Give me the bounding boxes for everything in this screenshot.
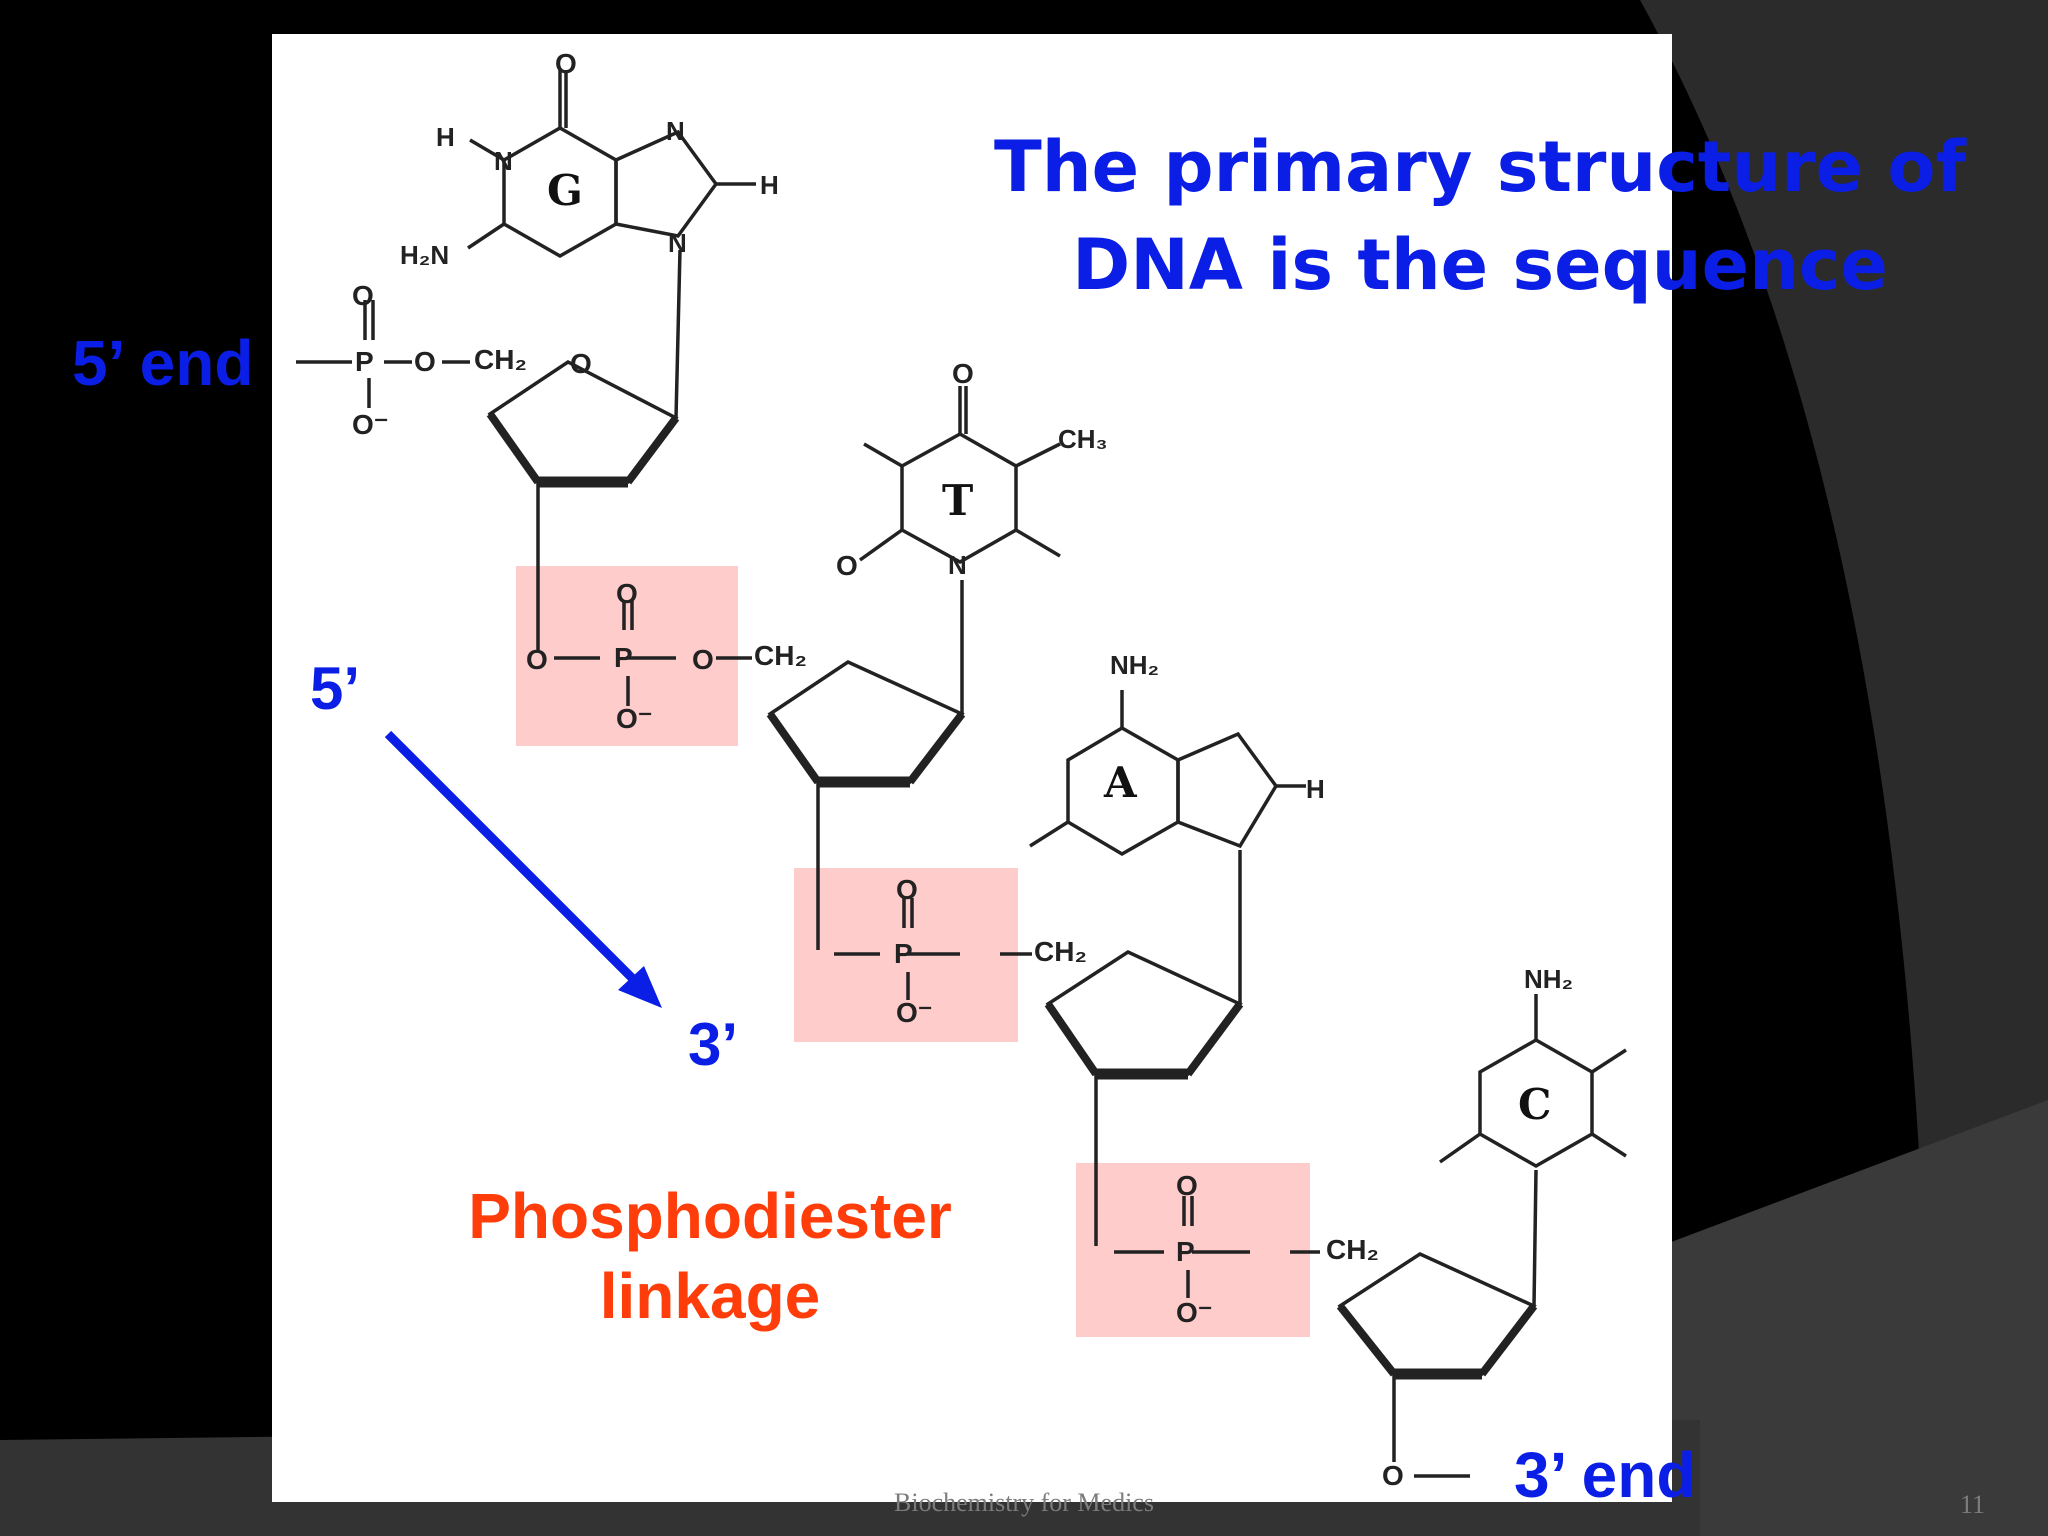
atom-p: P: [1176, 1236, 1195, 1267]
atom-nh2: NH₂: [1524, 964, 1574, 994]
atom-h: H: [760, 170, 779, 200]
atom-ch2: CH₂: [474, 344, 527, 375]
atom-n: N: [948, 550, 967, 580]
atom-o: O: [1382, 1460, 1404, 1491]
base-c: C: [1518, 1080, 1552, 1129]
atom-o: O: [836, 550, 858, 581]
linkage-line-2: linkage: [599, 1260, 821, 1332]
direction-arrow: [384, 730, 662, 1008]
atom-o: O: [616, 578, 638, 609]
atom-o: O: [570, 348, 592, 379]
title-line-2: DNA is the sequence: [1072, 224, 1888, 306]
atom-o: O: [526, 644, 548, 675]
atom-h: H: [1306, 774, 1325, 804]
atom-n: N: [668, 228, 687, 258]
atom-n: N: [666, 116, 685, 146]
page-number: 11: [1960, 1490, 1986, 1519]
slide-title: The primary structure of DNA is the sequ…: [950, 118, 2010, 314]
atom-p: P: [355, 346, 374, 377]
atom-ch2: CH₂: [1034, 936, 1087, 967]
atom-h2n: H₂N: [400, 240, 450, 270]
three-prime-end-label: 3’ end: [1514, 1439, 1696, 1511]
title-line-1: The primary structure of: [994, 126, 1966, 208]
atom-nh2: NH₂: [1110, 650, 1160, 680]
atom-p: P: [894, 938, 913, 969]
base-a: A: [1104, 758, 1137, 807]
atom-ch3: CH₃: [1058, 424, 1108, 454]
atom-o: O: [1176, 1170, 1198, 1201]
atom-o-minus: O⁻: [616, 703, 653, 734]
slide-footer: Biochemistry for Medics: [894, 1488, 1154, 1517]
phosphate-highlight-1: [516, 566, 738, 746]
phosphodiester-linkage-label: Phosphodiester linkage: [440, 1176, 980, 1336]
atom-h: H: [436, 122, 455, 152]
phosphate-highlight-2: [794, 868, 1018, 1042]
arrow-start-label: 5’: [310, 655, 361, 722]
atom-ch2: CH₂: [1326, 1234, 1379, 1265]
atom-o: O: [952, 358, 974, 389]
atom-o: O: [352, 280, 374, 311]
atom-o: O: [555, 48, 577, 79]
diagram-panel: [272, 34, 1672, 1502]
linkage-line-1: Phosphodiester: [468, 1180, 952, 1252]
atom-ch2: CH₂: [754, 640, 807, 671]
atom-o: O: [896, 874, 918, 905]
atom-o-minus: O⁻: [1176, 1297, 1213, 1328]
atom-o: O: [692, 644, 714, 675]
five-prime-end-label: 5’ end: [72, 327, 254, 399]
atom-p: P: [614, 642, 633, 673]
atom-o-minus: O⁻: [896, 997, 933, 1028]
base-t: T: [942, 476, 974, 525]
arrow-end-label: 3’: [688, 1011, 739, 1078]
phosphate-highlight-3: [1076, 1163, 1310, 1337]
atom-o: O: [414, 346, 436, 377]
atom-o-minus: O⁻: [352, 409, 389, 440]
base-g: G: [547, 166, 583, 215]
atom-n: N: [494, 146, 513, 176]
